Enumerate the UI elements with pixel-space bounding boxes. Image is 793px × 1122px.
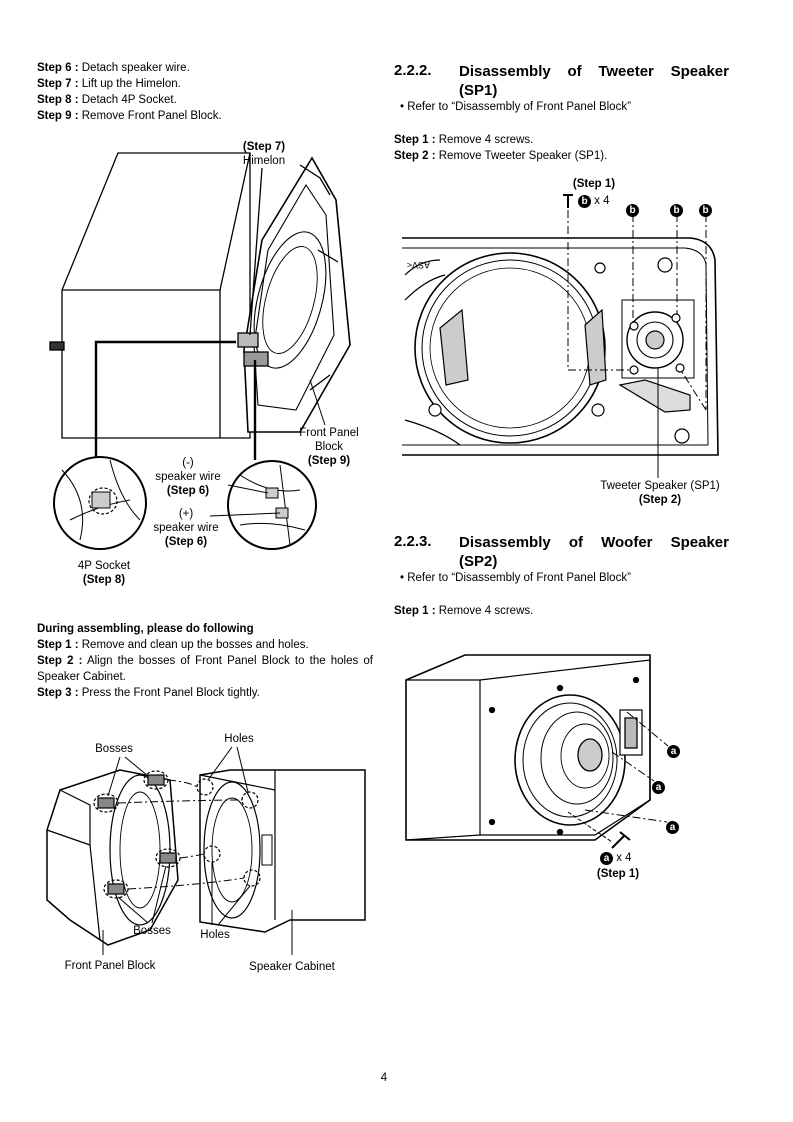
assembly-step-2: Step 2 : Align the bosses of Front Panel…	[37, 655, 373, 683]
marker-b-1: b	[626, 200, 639, 218]
marker-a-icon: a	[667, 745, 680, 758]
marker-b-icon: b	[670, 204, 683, 217]
himelon-label: (Step 7) Himelon	[242, 141, 286, 167]
woofer-fig-step1: (Step 1)	[596, 868, 640, 880]
bosses-bottom-label: Bosses	[133, 925, 171, 937]
step-6: Step 6 : Detach speaker wire.	[37, 62, 190, 74]
woofer-screw-count: a x 4	[600, 852, 632, 865]
tweeter-step-2: Step 2 : Remove Tweeter Speaker (SP1).	[394, 150, 608, 162]
marker-b-icon: b	[626, 204, 639, 217]
svg-text:ASV<: ASV<	[407, 260, 430, 270]
tweeter-screw-count: b x 4	[578, 195, 610, 208]
step-9: Step 9 : Remove Front Panel Block.	[37, 110, 222, 122]
marker-a-3: a	[666, 817, 679, 835]
marker-a-icon: a	[600, 852, 613, 865]
section-222-steps: Step 1 : Remove 4 screws. Step 2 : Remov…	[394, 132, 607, 164]
front-panel-block-caption: Front Panel Block	[64, 960, 156, 972]
tweeter-speaker-label: Tweeter Speaker (SP1) (Step 2)	[600, 480, 720, 506]
marker-a-1: a	[667, 741, 680, 759]
section-222-number: 2.2.2.	[394, 62, 432, 79]
marker-b-icon: b	[699, 204, 712, 217]
tweeter-step-1: Step 1 : Remove 4 screws.	[394, 134, 534, 146]
section-222-note: • Refer to “Disassembly of Front Panel B…	[400, 101, 631, 113]
tweeter-fig-step1: (Step 1)	[572, 178, 616, 190]
marker-a-icon: a	[666, 821, 679, 834]
marker-a-icon: a	[652, 781, 665, 794]
4p-socket-label: 4P Socket (Step 8)	[77, 560, 131, 586]
assembly-step-3: Step 3 : Press the Front Panel Block tig…	[37, 687, 260, 699]
holes-top-label: Holes	[224, 733, 254, 745]
marker-a-2: a	[652, 777, 665, 795]
left-steps: Step 6 : Detach speaker wire. Step 7 : L…	[37, 60, 222, 124]
marker-b-3: b	[699, 200, 712, 218]
marker-b-icon: b	[578, 195, 591, 208]
woofer-step-1: Step 1 : Remove 4 screws.	[394, 605, 534, 617]
section-223-number: 2.2.3.	[394, 533, 432, 550]
step-8: Step 8 : Detach 4P Socket.	[37, 94, 177, 106]
bosses-top-label: Bosses	[95, 743, 133, 755]
neg-speaker-wire-label: (-) speaker wire (Step 6)	[155, 457, 221, 497]
marker-b-2: b	[670, 200, 683, 218]
holes-bottom-label: Holes	[200, 929, 230, 941]
assembly-step-1: Step 1 : Remove and clean up the bosses …	[37, 639, 309, 651]
step-7: Step 7 : Lift up the Himelon.	[37, 78, 181, 90]
speaker-cabinet-caption: Speaker Cabinet	[249, 961, 335, 973]
section-223-steps: Step 1 : Remove 4 screws.	[394, 603, 533, 619]
front-panel-block-label: Front Panel Block (Step 9)	[299, 427, 359, 467]
section-223-note: • Refer to “Disassembly of Front Panel B…	[400, 572, 631, 584]
pos-speaker-wire-label: (+) speaker wire (Step 6)	[153, 508, 219, 548]
section-223-title: Disassembly of Woofer Speaker (SP2)	[459, 534, 729, 570]
page-number: 4	[380, 1072, 388, 1084]
assembly-instructions: During assembling, please do following S…	[37, 621, 373, 701]
assembly-heading: During assembling, please do following	[37, 623, 254, 635]
section-222-title: Disassembly of Tweeter Speaker (SP1)	[459, 63, 729, 99]
